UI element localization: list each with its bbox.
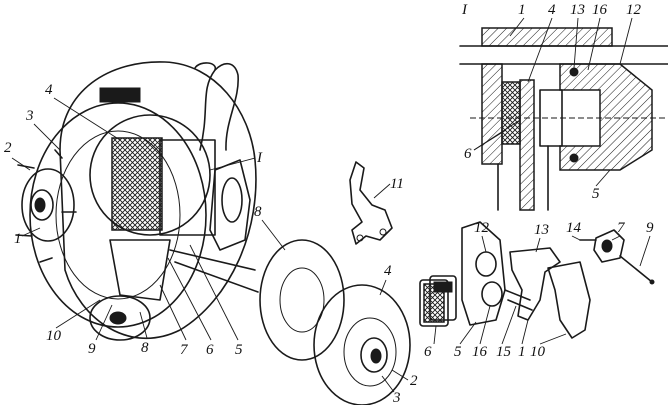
label-8: 8: [141, 340, 149, 356]
wear-sensor-wire: [619, 255, 653, 283]
label-1: 1: [14, 231, 22, 247]
caliper-body: [159, 139, 216, 236]
label-exp-7: 7: [617, 220, 626, 236]
label-I: I: [256, 150, 263, 166]
rotor-hat: [343, 317, 397, 387]
ball-joint-core: [109, 311, 127, 325]
label-detail-12: 12: [626, 2, 642, 18]
label-exp-10: 10: [530, 344, 546, 360]
label-exp-9: 9: [646, 220, 654, 236]
label-exp-5: 5: [454, 344, 462, 360]
disc-section: [519, 79, 535, 211]
guide-pin: [504, 289, 531, 301]
label-disc-4: 4: [384, 263, 392, 279]
label-6: 6: [206, 342, 214, 358]
steering-knuckle: [209, 159, 251, 251]
detail-callout-circle: [89, 114, 211, 236]
detail-I-section: I 1 4 13 16 12 6 5: [459, 2, 668, 211]
caliper-carrier: [509, 247, 561, 321]
caliper-cap: [593, 229, 625, 263]
label-exp-1: 1: [518, 344, 526, 360]
caliper-slot: [99, 87, 141, 103]
label-4: 4: [45, 82, 53, 98]
label-exp-14: 14: [566, 220, 582, 236]
knuckle-boss: [221, 177, 243, 223]
bracket-11: 11: [349, 161, 404, 245]
main-assembly-labels: 2 3 4 I 1 10 9 8 7 6 5: [4, 82, 263, 358]
splash-shield-plate: [259, 239, 345, 361]
label-disc-2: 2: [410, 373, 418, 389]
brake-pads: [419, 275, 457, 327]
rotor-disc: [313, 284, 411, 405]
shield-inner: [279, 267, 325, 333]
tie-rod: [169, 249, 259, 293]
label-detail-5: 5: [592, 186, 600, 202]
friction-pad: [501, 81, 521, 145]
label-exp-13: 13: [534, 222, 549, 238]
caliper-housing: [461, 221, 506, 326]
label-detail-13: 13: [570, 2, 585, 18]
brake-hose-2: [194, 62, 217, 71]
label-exp-12: 12: [474, 220, 490, 236]
label-detail-16: 16: [592, 2, 608, 18]
caliper-pads: [111, 137, 163, 231]
label-exp-15: 15: [496, 344, 512, 360]
lower-ball-joint: [89, 295, 151, 341]
rotor-hub: [360, 337, 388, 373]
label-5: 5: [235, 342, 243, 358]
label-3: 3: [25, 108, 34, 124]
seal-13: [569, 67, 579, 77]
label-10: 10: [46, 328, 62, 344]
label-detail-1: 1: [518, 2, 526, 18]
wheel-hub: [21, 168, 75, 242]
label-9: 9: [88, 341, 96, 357]
splash-shield: [59, 61, 257, 340]
hub-bore: [34, 197, 46, 213]
label-exp-16: 16: [472, 344, 488, 360]
anti-rattle-spring: [547, 261, 591, 339]
label-11: 11: [390, 176, 404, 192]
disc-inner-ring: [55, 130, 181, 300]
mounting-bracket: [349, 161, 393, 245]
seal-lower: [569, 153, 579, 163]
label-2: 2: [4, 140, 12, 156]
caliper-housing-right: [559, 63, 653, 171]
rotor-bore: [370, 348, 382, 364]
hub-center: [30, 189, 54, 221]
label-detail-4: 4: [548, 2, 556, 18]
lower-bracket: [109, 239, 171, 301]
brake-disc: [29, 102, 207, 328]
disc-group: 8 4 2 3: [254, 204, 418, 405]
label-detail-6: 6: [464, 146, 472, 162]
label-7: 7: [180, 342, 189, 358]
label-detail-title: I: [461, 2, 468, 18]
label-exp-6: 6: [424, 344, 432, 360]
label-disc-3: 3: [392, 390, 401, 405]
brake-hose: [199, 62, 239, 151]
main-assembly: [15, 61, 259, 341]
label-disc-8: 8: [254, 204, 262, 220]
caliper-housing-left: [481, 63, 503, 165]
exploded-caliper: 12 13 14 7 9 6 5 16 15 1 10: [419, 220, 655, 360]
